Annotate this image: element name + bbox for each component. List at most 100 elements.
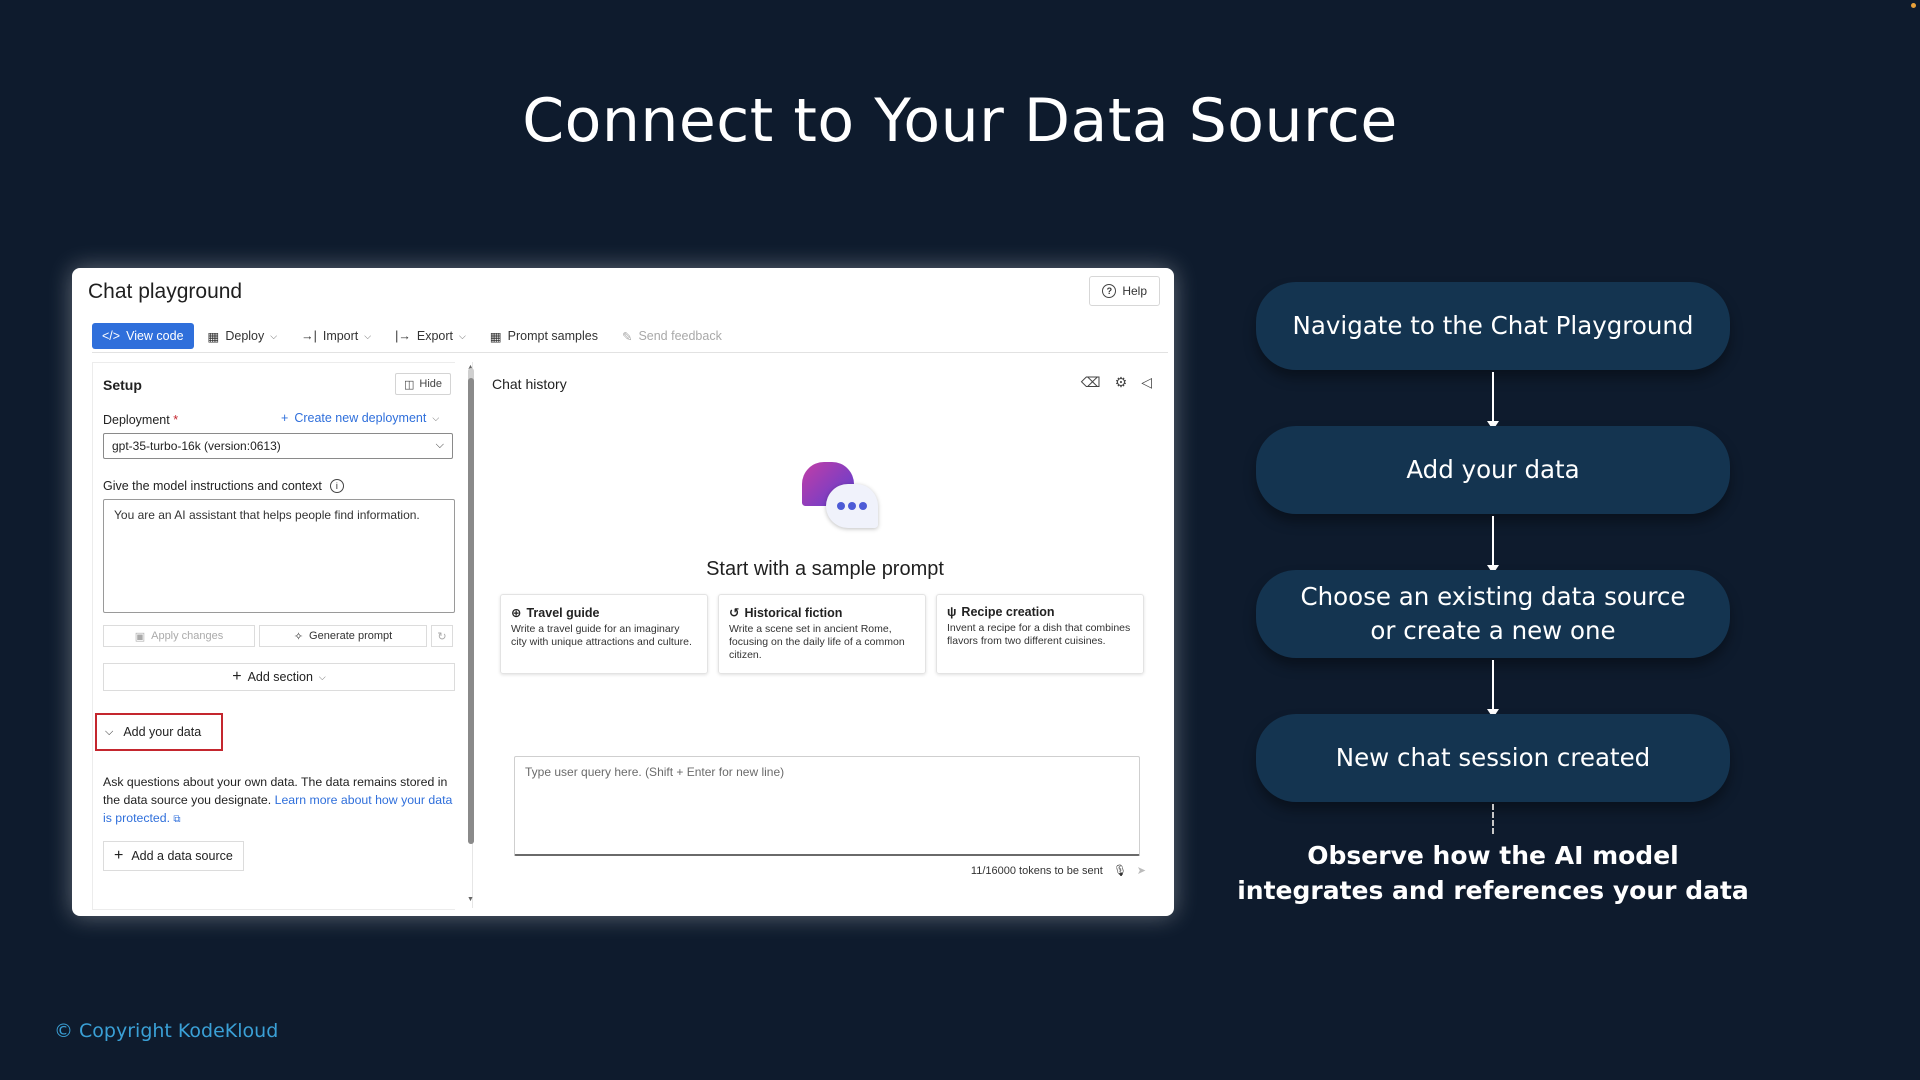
prompt-samples-label: Prompt samples [507,329,598,343]
chevron-down-icon: ⌵ [435,439,444,451]
instructions-label: Give the model instructions and context … [103,479,344,493]
view-code-label: View code [126,329,184,343]
plus-icon: + [114,847,124,864]
plus-icon: + [281,411,289,425]
chevron-down-icon: ⌵ [364,330,372,341]
step-text: Choose an existing data source or create… [1300,582,1686,645]
generate-prompt-label: Generate prompt [309,630,393,642]
deployment-select[interactable]: gpt-35-turbo-16k (version:0613) ⌵ [103,433,453,459]
step-navigate: Navigate to the Chat Playground [1256,282,1730,370]
grid-icon: ▦ [207,329,220,344]
user-query-input[interactable]: Type user query here. (Shift + Enter for… [514,756,1140,856]
add-section-button[interactable]: + Add section ⌵ [103,663,455,691]
globe-icon: ⊕ [511,606,522,620]
add-data-source-button[interactable]: + Add a data source [103,841,244,871]
setup-scrollbar[interactable] [468,368,474,844]
scroll-down-icon[interactable]: ▼ [467,896,474,903]
step-new-session: New chat session created [1256,714,1730,802]
help-button[interactable]: ? Help [1089,276,1160,306]
corner-dot [1911,3,1916,8]
flow-arrow [1487,660,1499,718]
token-counter: 11/16000 tokens to be sent 🎙 ➤ [970,864,1146,878]
prompt-card-travel-guide[interactable]: ⊕ Travel guide Write a travel guide for … [500,594,708,674]
toolbar: </> View code ▦ Deploy ⌵ →| Import ⌵ |→ … [92,320,1168,353]
speaker-icon[interactable]: ◁ [1141,374,1152,390]
microphone-icon[interactable]: 🎙 [1112,865,1127,877]
card-title: ↺ Historical fiction [729,605,915,621]
add-data-desc-text: Ask questions about your own data. The d… [103,775,448,807]
scrollbar-thumb[interactable] [468,378,474,844]
card-description: Invent a recipe for a dish that combines… [947,622,1131,647]
setup-inner: Setup ◫ Hide Deployment * + Create new d… [92,362,455,910]
step-text: Add your data [1406,455,1580,484]
copyright: © Copyright KodeKloud [54,1020,279,1042]
bubble-front [826,484,878,528]
chat-bubbles-icon [800,462,880,542]
send-feedback-button[interactable]: ✎ Send feedback [612,323,732,349]
add-data-source-label: Add a data source [131,849,233,863]
history-icon: ↺ [729,606,740,620]
scroll-up-icon[interactable]: ▲ [467,364,474,371]
hide-button[interactable]: ◫ Hide [394,373,451,395]
tokens-text: 11/16000 tokens to be sent [970,864,1103,877]
info-icon[interactable]: i [329,479,344,493]
generate-prompt-button[interactable]: ✧ Generate prompt [259,625,427,647]
deploy-button[interactable]: ▦ Deploy ⌵ [198,323,288,349]
utensils-icon: ψ [947,605,957,619]
import-button[interactable]: →| Import ⌵ [291,323,381,349]
sparkle-icon: ✧ [293,630,304,643]
send-icon[interactable]: ➤ [1136,865,1146,877]
help-label: Help [1122,284,1147,298]
import-icon: →| [301,329,317,343]
import-label: Import [322,329,359,343]
hide-label: Hide [419,378,442,390]
system-message-input[interactable]: You are an AI assistant that helps peopl… [103,499,455,613]
dashed-connector [1492,804,1494,834]
clear-chat-icon[interactable]: ⌫ [1080,374,1101,390]
apply-changes-button[interactable]: ▣ Apply changes [103,625,255,647]
observe-caption: Observe how the AI model integrates and … [1237,841,1749,905]
send-feedback-label: Send feedback [638,329,722,343]
card-title: ψ Recipe creation [947,605,1133,619]
save-icon: ▣ [134,630,146,643]
add-your-data-label: Add your data [123,725,202,739]
deploy-label: Deploy [225,329,265,343]
add-data-description: Ask questions about your own data. The d… [103,773,459,829]
export-icon: |→ [395,329,411,343]
setup-title: Setup [103,377,142,393]
chat-playground-window: Chat playground ? Help </> View code ▦ D… [72,268,1174,916]
required-mark: * [173,413,179,427]
view-code-button[interactable]: </> View code [92,323,194,349]
export-button[interactable]: |→ Export ⌵ [385,323,476,349]
card-description: Write a scene set in ancient Rome, focus… [729,623,905,661]
add-your-data-section[interactable]: ⌵ Add your data [95,713,223,751]
export-label: Export [416,329,453,343]
step-text: New chat session created [1335,743,1651,772]
prompt-samples-button[interactable]: ▦ Prompt samples [480,323,608,349]
feedback-icon: ✎ [621,329,633,344]
gear-icon[interactable]: ⚙ [1114,374,1128,390]
apply-changes-label: Apply changes [151,630,224,642]
reset-icon: ↻ [437,630,447,643]
deployment-value: gpt-35-turbo-16k (version:0613) [112,439,281,453]
system-message-value: You are an AI assistant that helps peopl… [114,508,420,522]
prompt-card-historical-fiction[interactable]: ↺ Historical fiction Write a scene set i… [718,594,926,674]
reset-button[interactable]: ↻ [431,625,453,647]
sample-prompt-cards: ⊕ Travel guide Write a travel guide for … [500,594,1144,674]
apps-icon: ▦ [489,329,502,344]
external-link-icon: ⧉ [173,814,181,825]
setup-pane: Setup ◫ Hide Deployment * + Create new d… [92,362,473,910]
deployment-label-text: Deployment [103,413,170,427]
chevron-down-icon: ⌵ [270,330,278,341]
create-deployment-link[interactable]: + Create new deployment ⌵ [281,411,439,425]
card-description: Write a travel guide for an imaginary ci… [511,623,692,648]
learn-more-link[interactable]: Learn more about how your data is protec… [103,793,453,825]
prompt-card-recipe-creation[interactable]: ψ Recipe creation Invent a recipe for a … [936,594,1144,674]
step-add-data: Add your data [1256,426,1730,514]
question-circle-icon: ? [1102,284,1117,298]
create-deployment-label: Create new deployment [294,411,427,425]
chat-pane: Chat history ⌫ ⚙ ◁ Start with a sample p… [480,362,1170,912]
chevron-down-icon: ⌵ [318,671,326,682]
chevron-down-icon: ⌵ [432,412,440,423]
panel-icon: ◫ [403,378,415,391]
